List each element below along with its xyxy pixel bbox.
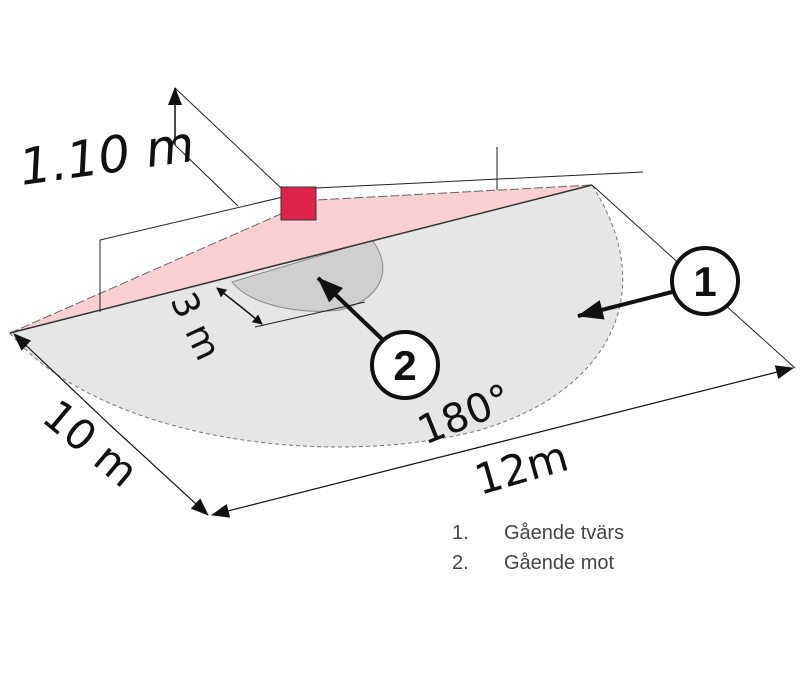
marker-1-label: 1 [693, 258, 716, 305]
width-label: 12m [469, 432, 573, 505]
marker-2-circle [370, 330, 440, 400]
marker-1-circle [670, 246, 740, 316]
width-dimension [211, 441, 501, 518]
legend-label: Gående tvärs [504, 522, 625, 544]
near-dimension-arrow [216, 287, 241, 307]
marker-2-arrow [316, 276, 385, 342]
legend-number: 2. [452, 552, 469, 574]
legend: 1. Gående tvärs 2. Gående mot [452, 518, 624, 578]
near-detection-zone [231, 239, 384, 312]
marker-1-arrow [577, 290, 673, 320]
legend-number: 1. [452, 522, 469, 544]
legend-label: Gående mot [504, 552, 615, 574]
marker-2-label: 2 [393, 342, 416, 389]
wall-outline [99, 87, 644, 312]
floor-detection-zone [9, 184, 624, 448]
legend-item: 2. Gående mot [452, 548, 624, 578]
legend-item: 1. Gående tvärs [452, 518, 624, 548]
depth-dimension [13, 333, 111, 426]
height-label: 1.10 m [16, 115, 198, 197]
sensor-icon [280, 186, 317, 221]
